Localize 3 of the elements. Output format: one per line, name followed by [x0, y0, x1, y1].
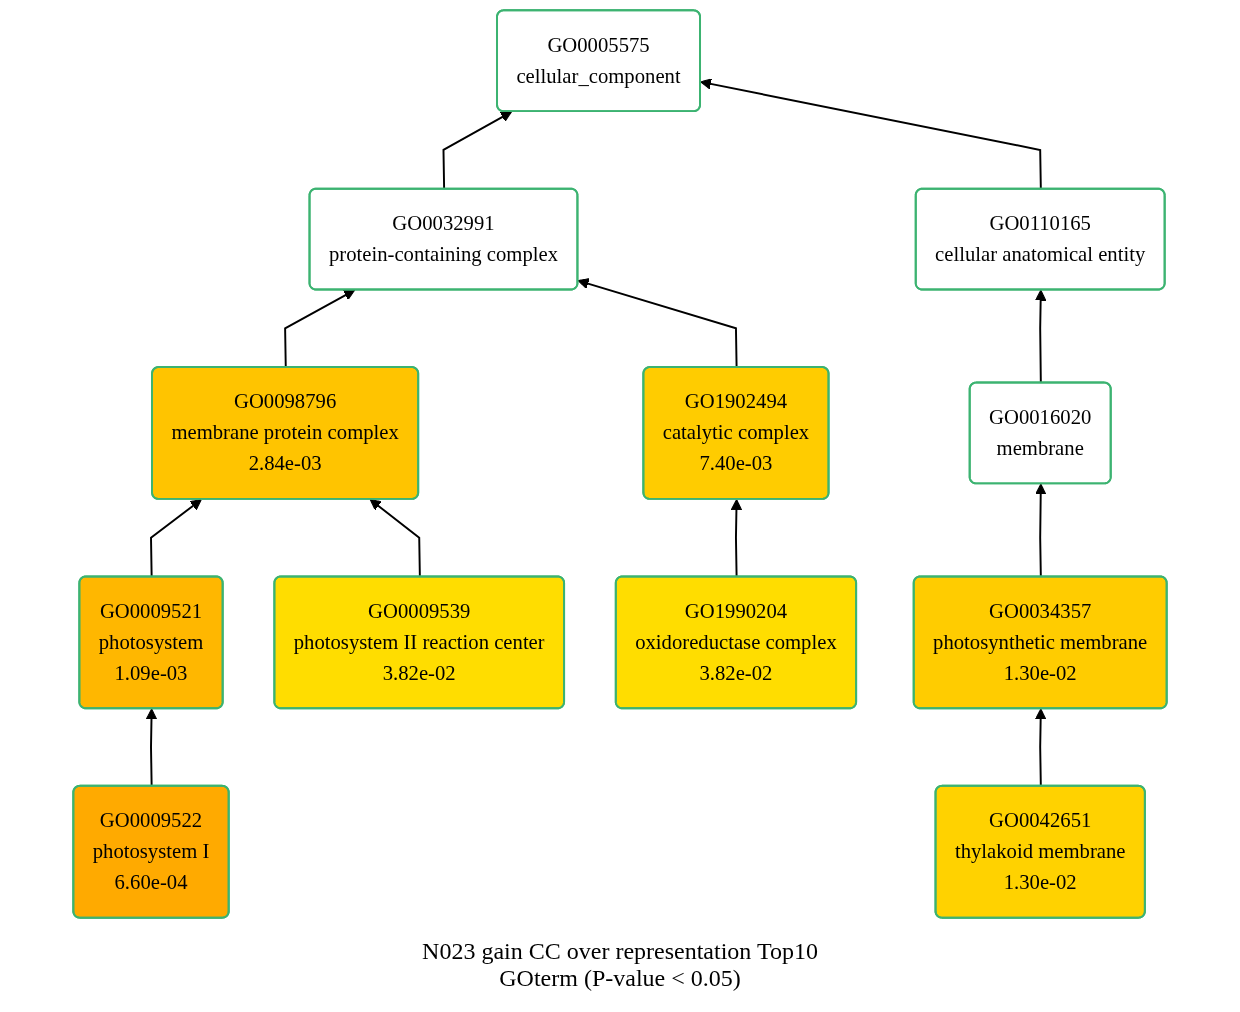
arrow — [577, 278, 738, 369]
caption: N023 gain CC over representation Top10 GOterm (P-value < 0.05) — [421, 937, 819, 993]
arrow — [284, 289, 356, 369]
